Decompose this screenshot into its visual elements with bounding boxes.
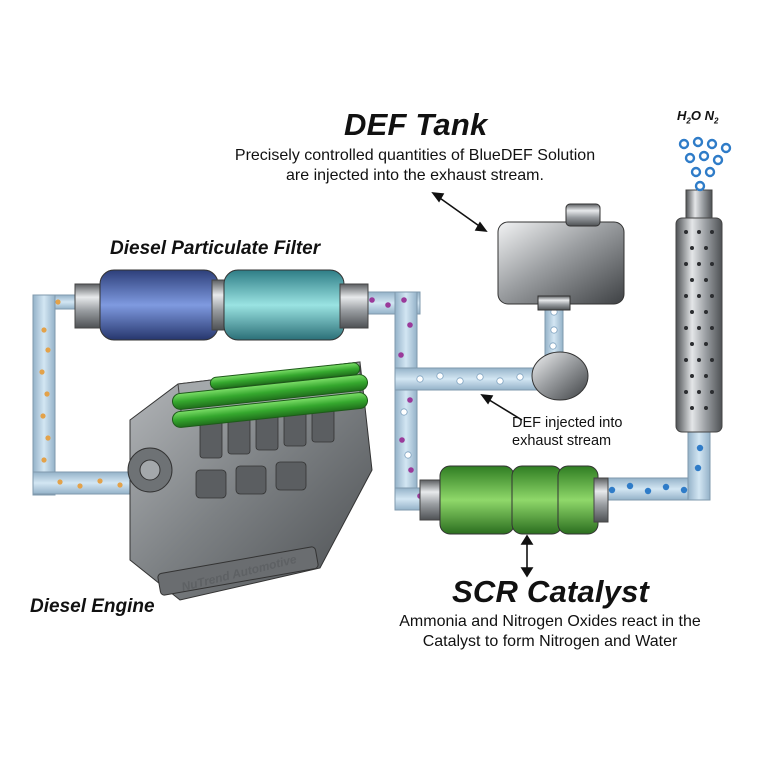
soot-particles [39,299,123,489]
diesel-particulate-filter [74,269,369,341]
injection-line2: exhaust stream [512,433,612,449]
scr-description: Ammonia and Nitrogen Oxides react in the… [360,612,740,652]
def-tank [497,203,625,311]
hydrogen-subscript: 2 [686,116,691,126]
leader-arrows [431,192,534,578]
def-tank-desc-line1: Precisely controlled quantities of BlueD… [234,147,596,164]
dpf-title: Diesel Particulate Filter [110,238,321,259]
scr-catalyst [419,465,609,535]
output-bubbles [678,136,732,192]
def-tank-description: Precisely controlled quantities of BlueD… [180,146,650,186]
clean-output-particles [608,444,704,495]
scr-desc-line1: Ammonia and Nitrogen Oxides react in the [399,613,701,630]
diesel-engine-title: Diesel Engine [30,596,155,617]
injection-label: DEF injected into exhaust stream [512,414,622,450]
def-tank-desc-line2: are injected into the exhaust stream. [286,167,544,184]
output-gases-label: H2O N2 [677,108,718,126]
injection-line1: DEF injected into [512,415,623,431]
def-injector [531,351,589,401]
def-droplets [400,308,558,504]
nitrogen-symbol: N [704,108,714,123]
def-tank-title: DEF Tank [344,107,488,142]
nitrogen-subscript: 2 [713,116,719,126]
scr-desc-line2: Catalyst to form Nitrogen and Water [422,633,678,650]
oxygen-symbol: O [690,108,701,123]
scr-title: SCR Catalyst [452,574,650,609]
exhaust-stack [675,189,723,433]
hydrogen-symbol: H [677,108,687,123]
diesel-engine [127,361,373,601]
